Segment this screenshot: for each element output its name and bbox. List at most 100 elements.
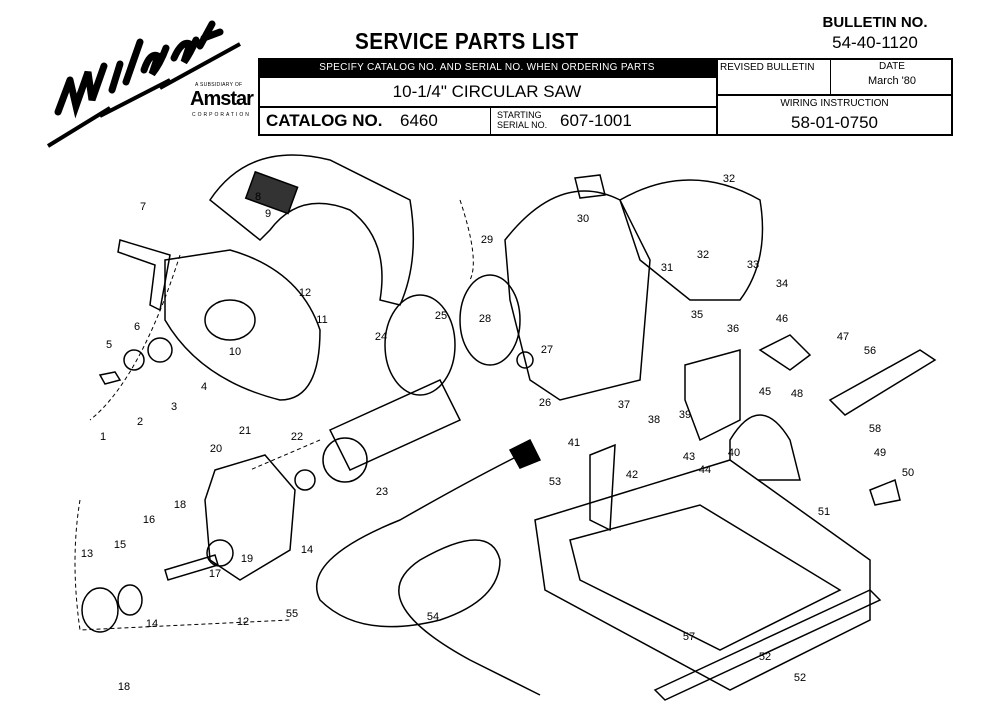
- part-number-label: 6: [134, 321, 140, 333]
- part-number-label: 44: [699, 464, 711, 476]
- part-number-label: 2: [137, 416, 143, 428]
- part-number-label: 25: [435, 310, 447, 322]
- power-cord-54: [315, 454, 541, 696]
- part-number-label: 19: [241, 553, 253, 565]
- part-number-label: 36: [727, 323, 739, 335]
- page-title: SERVICE PARTS LIST: [355, 28, 579, 54]
- part-number-label: 12: [299, 287, 311, 299]
- part-number-label: 24: [375, 331, 387, 343]
- wiring-number: 58-01-0750: [791, 113, 878, 132]
- upper-guard: [208, 154, 415, 306]
- part-number-label: 55: [286, 608, 298, 620]
- corporation-text: CORPORATION: [192, 112, 251, 118]
- amstar-logo: Amstar: [190, 88, 254, 110]
- cord-plug: [508, 438, 542, 469]
- part-number-label: 30: [577, 213, 589, 225]
- part-number-label: 16: [143, 514, 155, 526]
- part-number-label: 35: [691, 309, 703, 321]
- part-number-label: 33: [747, 259, 759, 271]
- field-25: [459, 274, 521, 366]
- part-number-label: 40: [728, 447, 740, 459]
- lower-guard: [164, 249, 321, 401]
- milwaukee-logo: [46, 20, 241, 148]
- bearing-26: [516, 351, 534, 369]
- armature-23: [328, 379, 462, 471]
- divider: [258, 106, 716, 108]
- part-number-label: 49: [874, 447, 886, 459]
- serial-label-line2: SERIAL NO.: [497, 120, 548, 130]
- part-number-label: 32: [723, 173, 735, 185]
- product-name: 10-1/4" CIRCULAR SAW: [392, 82, 582, 101]
- part-number-label: 12: [237, 616, 249, 628]
- part-number-label: 52: [759, 651, 771, 663]
- washer-2: [123, 349, 145, 371]
- switch-30: [574, 174, 606, 199]
- bulletin-label: BULLETIN NO.: [822, 14, 928, 31]
- knob-50: [869, 478, 901, 506]
- part-number-label: 41: [568, 437, 580, 449]
- part-number-label: 29: [481, 234, 493, 246]
- fan: [322, 437, 368, 483]
- part-number-label: 20: [210, 443, 222, 455]
- part-number-label: 43: [683, 451, 695, 463]
- divider: [716, 58, 718, 136]
- divider: [490, 106, 491, 136]
- part-number-label: 54: [427, 611, 439, 623]
- bracket: [117, 239, 171, 312]
- base-plate-53: [534, 459, 871, 691]
- part-number-label: 58: [869, 423, 881, 435]
- spindle-16: [164, 554, 219, 581]
- part-number-label: 8: [255, 191, 261, 203]
- part-number-label: 32: [697, 249, 709, 261]
- part-number-label: 56: [864, 345, 876, 357]
- ring-15: [117, 584, 143, 616]
- gear-case-20: [204, 454, 296, 581]
- rip-guide-57: [653, 589, 882, 701]
- ordering-note: SPECIFY CATALOG NO. AND SERIAL NO. WHEN …: [258, 58, 716, 78]
- bevel-44: [684, 349, 741, 442]
- part-number-label: 4: [201, 381, 207, 393]
- bulletin-number: 54-40-1120: [832, 33, 918, 52]
- motor-housing-29: [504, 190, 651, 401]
- part-number-label: 21: [239, 425, 251, 437]
- part-number-label: 18: [174, 499, 186, 511]
- base-cutout: [569, 504, 842, 651]
- knob-46: [758, 334, 812, 371]
- divider: [716, 94, 953, 96]
- part-number-label: 34: [776, 278, 788, 290]
- part-number-label: 53: [549, 476, 561, 488]
- part-number-label: 51: [818, 506, 830, 518]
- blade-guard-41: [589, 443, 616, 532]
- subsidiary-text: A SUBSIDIARY OF: [195, 82, 243, 88]
- part-number-label: 22: [291, 431, 303, 443]
- part-number-label: 3: [171, 401, 177, 413]
- part-number-label: 15: [114, 539, 126, 551]
- guard-hub: [204, 299, 256, 341]
- bolt-1: [98, 371, 122, 385]
- part-number-label: 52: [794, 672, 806, 684]
- part-number-label: 37: [618, 399, 630, 411]
- part-number-label: 10: [229, 346, 241, 358]
- blade-guard-31: [619, 179, 764, 301]
- part-number-label: 45: [759, 386, 771, 398]
- part-number-label: 11: [316, 314, 327, 326]
- part-number-label: 7: [140, 201, 146, 213]
- catalog-number: 6460: [400, 111, 438, 130]
- field-housing: [384, 294, 456, 396]
- wiring-label: WIRING INSTRUCTION: [780, 98, 889, 109]
- part-number-label: 31: [661, 262, 673, 274]
- guard-label: [244, 170, 299, 215]
- catalog-label: CATALOG NO.: [266, 111, 383, 130]
- revised-bulletin-label: REVISED BULLETIN: [720, 62, 815, 73]
- part-number-label: 42: [626, 469, 638, 481]
- part-number-label: 17: [209, 568, 221, 580]
- part-number-label: 48: [791, 388, 803, 400]
- part-number-label: 5: [106, 339, 112, 351]
- part-number-label: 38: [648, 414, 660, 426]
- part-number-label: 14: [146, 618, 158, 630]
- part-number-label: 13: [81, 548, 93, 560]
